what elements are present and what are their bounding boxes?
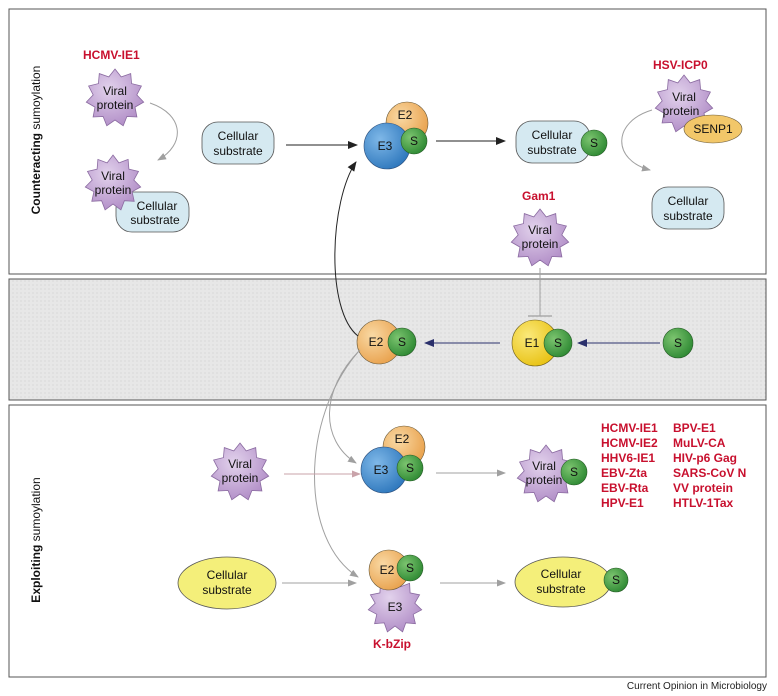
label-gam1: Gam1 — [522, 189, 556, 203]
svg-text:SENP1: SENP1 — [693, 122, 733, 136]
svg-text:substrate: substrate — [213, 144, 263, 158]
viral-protein-top-left: Viral protein — [85, 68, 145, 127]
svg-text:E3: E3 — [388, 600, 403, 614]
svg-text:protein: protein — [522, 237, 559, 251]
cellular-substrate-right: Cellular substrate — [651, 186, 725, 230]
svg-text:Viral: Viral — [228, 457, 252, 471]
svg-text:substrate: substrate — [527, 143, 577, 157]
svg-text:Cellular: Cellular — [137, 199, 178, 213]
virus-list-item: VV protein — [673, 481, 733, 495]
arrow-e2-to-top-complex — [334, 161, 359, 337]
virus-list-item: HIV-p6 Gag — [673, 451, 737, 465]
svg-text:substrate: substrate — [663, 209, 713, 223]
side-label-exploiting: Exploiting sumoylation — [29, 477, 43, 602]
svg-text:E1: E1 — [525, 336, 540, 350]
svg-text:Viral: Viral — [528, 223, 552, 237]
virus-list-item: BPV-E1 — [673, 421, 716, 435]
svg-text:protein: protein — [663, 104, 700, 118]
arrow-e2-to-bottom-complex-1 — [329, 349, 361, 464]
e1-sumo: E1 S — [511, 319, 573, 367]
label-hsv-icp0: HSV-ICP0 — [653, 58, 708, 72]
cellular-substrate-yellow-sumoylated: Cellular substrate S — [514, 556, 629, 608]
virus-list-item: HCMV-IE1 — [601, 421, 658, 435]
virus-list-item: MuLV-CA — [673, 436, 726, 450]
svg-text:S: S — [410, 134, 418, 148]
svg-text:Viral: Viral — [101, 169, 125, 183]
label-hcmv-ie1: HCMV-IE1 — [83, 48, 140, 62]
svg-text:Viral: Viral — [672, 90, 696, 104]
virus-list-item: HHV6-IE1 — [601, 451, 655, 465]
cellular-substrate-yellow-left: Cellular substrate — [177, 556, 277, 610]
svg-text:Cellular: Cellular — [218, 129, 259, 143]
viral-protein-senp1: Viral protein SENP1 — [654, 74, 743, 144]
svg-text:Cellular: Cellular — [541, 567, 582, 581]
svg-text:S: S — [570, 465, 578, 479]
virus-list-col1: HCMV-IE1HCMV-IE2HHV6-IE1EBV-ZtaEBV-RtaHP… — [601, 421, 658, 510]
e2-sumo: E2 S — [356, 319, 417, 365]
svg-text:substrate: substrate — [130, 213, 180, 227]
svg-text:protein: protein — [97, 98, 134, 112]
svg-text:S: S — [674, 336, 682, 350]
svg-text:protein: protein — [95, 183, 132, 197]
svg-text:E3: E3 — [374, 463, 389, 477]
virus-list-item: HPV-E1 — [601, 496, 644, 510]
e2-e3-kbzip-complex: E2 S E3 — [367, 549, 424, 633]
svg-text:Viral: Viral — [532, 459, 556, 473]
svg-text:protein: protein — [526, 473, 563, 487]
svg-text:Cellular: Cellular — [532, 128, 573, 142]
svg-text:S: S — [406, 561, 414, 575]
viral-protein-sumoylated: Viral protein S — [516, 444, 588, 503]
svg-text:substrate: substrate — [202, 583, 252, 597]
svg-text:S: S — [406, 461, 414, 475]
credit-line: Current Opinion in Microbiology — [627, 681, 767, 692]
label-kbzip: K-bZip — [373, 637, 411, 651]
virus-list-item: HCMV-IE2 — [601, 436, 658, 450]
e2-e3-sumo-complex-bottom: E2 E3 S — [360, 425, 426, 494]
viral-protein-bottom-left: Viral protein — [210, 442, 270, 501]
arrow-curve-right — [621, 109, 653, 172]
arrow-e2-to-bottom-complex-2 — [314, 351, 359, 578]
svg-text:Viral: Viral — [103, 84, 127, 98]
e2-e3-sumo-complex-top: E2 E3 S — [363, 101, 429, 170]
svg-text:substrate: substrate — [536, 582, 586, 596]
svg-text:E2: E2 — [398, 108, 413, 122]
arrow-curve-left — [149, 102, 178, 161]
svg-text:Cellular: Cellular — [668, 194, 709, 208]
virus-list-item: HTLV-1Tax — [673, 496, 734, 510]
viral-protein-gam1: Viral protein — [510, 208, 570, 267]
svg-text:E2: E2 — [380, 563, 395, 577]
svg-text:E3: E3 — [378, 139, 393, 153]
virus-list-item: SARS-CoV N — [673, 466, 746, 480]
svg-text:E2: E2 — [395, 432, 410, 446]
svg-text:Cellular: Cellular — [207, 568, 248, 582]
svg-text:S: S — [398, 335, 406, 349]
side-label-counteracting: Counteracting sumoylation — [29, 66, 43, 215]
cellular-substrate-top: Cellular substrate — [201, 121, 275, 165]
virus-list-item: EBV-Zta — [601, 466, 647, 480]
svg-text:S: S — [554, 336, 562, 350]
svg-text:E2: E2 — [369, 335, 384, 349]
complex-viral-cellular: Viral protein Cellular substrate — [84, 154, 190, 233]
svg-text:S: S — [590, 136, 598, 150]
sumoylated-substrate-top: Cellular substrate S — [515, 120, 608, 164]
virus-list-item: EBV-Rta — [601, 481, 649, 495]
svg-text:S: S — [612, 573, 620, 587]
sumo-free: S — [662, 327, 694, 359]
svg-text:protein: protein — [222, 471, 259, 485]
